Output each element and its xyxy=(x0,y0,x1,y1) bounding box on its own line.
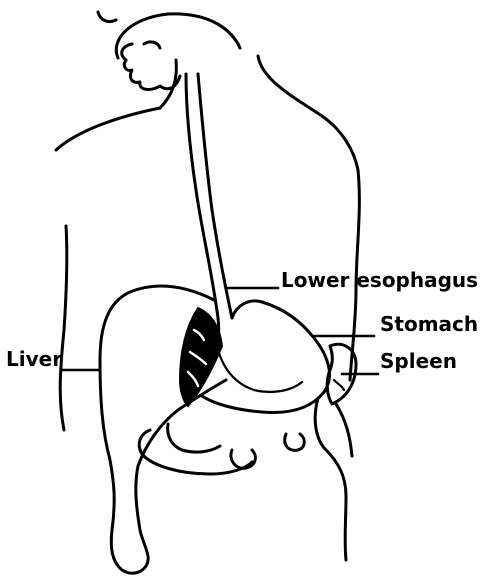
stomach xyxy=(202,301,329,413)
label-spleen: Spleen xyxy=(380,349,457,373)
intestines xyxy=(139,398,352,560)
liver xyxy=(100,286,226,573)
head-profile xyxy=(98,12,240,108)
label-lower-esophagus: Lower esophagus xyxy=(281,268,478,292)
label-liver: Liver xyxy=(6,347,62,371)
label-stomach: Stomach xyxy=(380,312,478,336)
